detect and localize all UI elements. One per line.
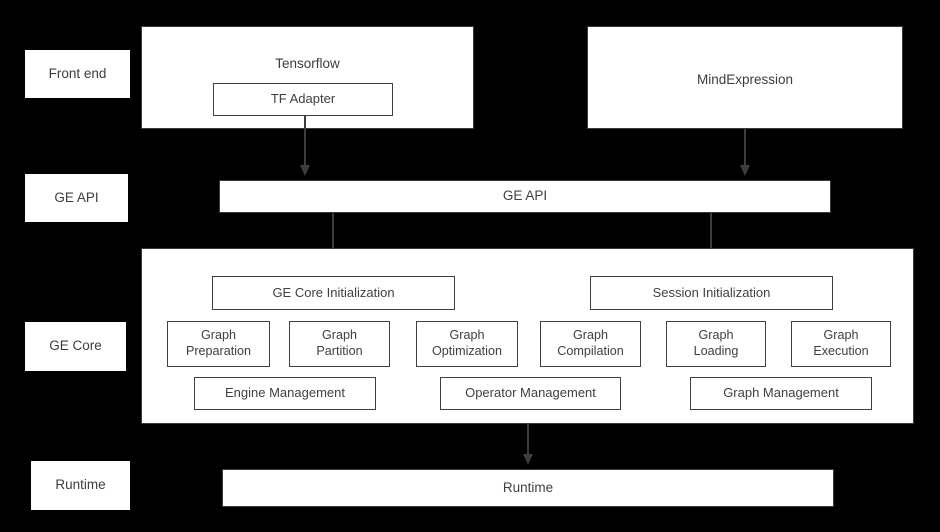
layer-label-runtime: Runtime [31,461,130,510]
tensorflow-container[interactable]: Tensorflow TF Adapter [141,26,474,129]
layer-label-ge-api: GE API [25,174,128,222]
engine-management-box[interactable]: Engine Management [194,377,376,410]
tensorflow-label: Tensorflow [275,56,340,71]
ge-api-bar[interactable]: GE API [219,180,831,213]
graph-compilation-box[interactable]: Graph Compilation [540,321,641,367]
runtime-bar[interactable]: Runtime [222,469,834,507]
graph-management-box[interactable]: Graph Management [690,377,872,410]
connector-ge-core-to-runtime-arrow [522,454,533,465]
connector-mindexpression-to-ge-api-line [744,129,746,168]
graph-execution-box[interactable]: Graph Execution [791,321,891,367]
tf-adapter-box[interactable]: TF Adapter [213,83,393,116]
connector-tf-adapter-to-ge-api-line [304,115,306,168]
mindexpression-container[interactable]: MindExpression [587,26,903,129]
graph-preparation-box[interactable]: Graph Preparation [167,321,270,367]
mindexpression-label: MindExpression [696,72,794,87]
ge-core-initialization-box[interactable]: GE Core Initialization [212,276,455,310]
connector-ge-api-to-ge-core-init-line [332,213,334,259]
graph-optimization-box[interactable]: Graph Optimization [416,321,518,367]
graph-partition-box[interactable]: Graph Partition [289,321,390,367]
layer-label-ge-core: GE Core [25,322,126,371]
graph-loading-box[interactable]: Graph Loading [666,321,766,367]
connector-ge-core-to-runtime-line [527,424,529,457]
layer-label-front-end: Front end [25,50,130,98]
connector-mindexpression-to-ge-api-arrow [739,165,750,176]
connector-ge-api-to-session-init-line [710,213,712,259]
session-initialization-box[interactable]: Session Initialization [590,276,833,310]
ge-core-panel: GE Core Initialization Session Initializ… [141,248,914,424]
connector-tf-adapter-to-ge-api-arrow [299,165,310,176]
operator-management-box[interactable]: Operator Management [440,377,621,410]
